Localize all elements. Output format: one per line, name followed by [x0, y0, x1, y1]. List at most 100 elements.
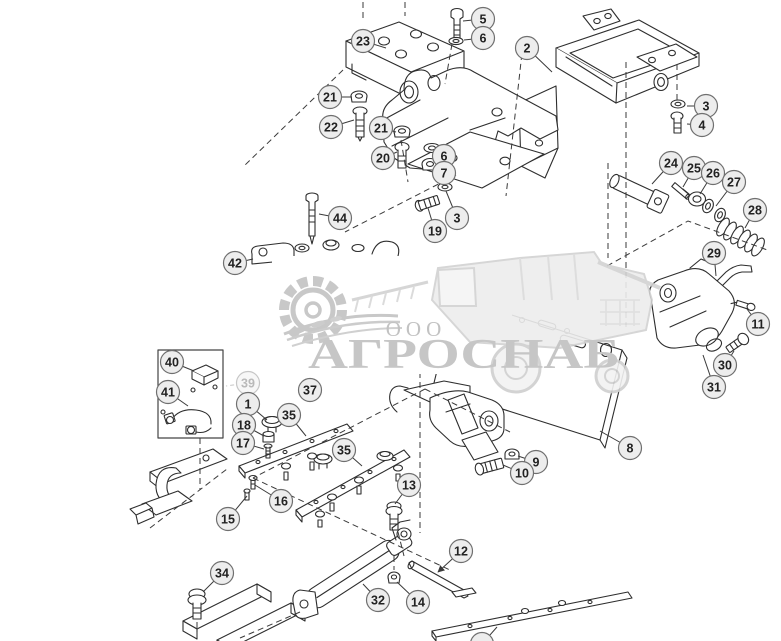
callout-balloon-6: 6 — [470, 25, 496, 51]
part-clevis-pin — [305, 192, 319, 245]
callout-number: 30 — [718, 359, 732, 373]
callout-balloon-10: 10 — [509, 460, 535, 486]
callout-number: 6 — [480, 32, 487, 46]
hardware-top-group — [350, 7, 686, 212]
watermark-wheat-icon — [283, 313, 403, 347]
watermark-combine-icon — [351, 250, 661, 394]
callout-balloon-12: 12 — [448, 538, 474, 564]
callout-balloon-22: 22 — [318, 114, 344, 140]
callout-number: 39 — [241, 377, 255, 391]
callout-number: 5 — [480, 13, 487, 27]
callout-balloon-13: 13 — [396, 472, 422, 498]
callout-number: 3 — [703, 100, 710, 114]
callout-number: 44 — [333, 212, 347, 226]
callout-balloon-44: 44 — [327, 205, 353, 231]
callout-number: 2 — [524, 42, 531, 56]
callout-number: 25 — [687, 162, 701, 176]
callout-number: 1 — [245, 398, 252, 412]
callout-number: 41 — [161, 386, 175, 400]
callout-number: 16 — [274, 495, 288, 509]
callout-number: 27 — [727, 176, 741, 190]
callout-balloon-8: 8 — [617, 435, 643, 461]
callout-balloon-23: 23 — [350, 28, 376, 54]
callout-balloon-21: 21 — [317, 84, 343, 110]
callout-balloon-37: 37 — [297, 377, 323, 403]
callout-number: 4 — [699, 119, 706, 133]
callout-balloon-30: 30 — [712, 352, 738, 378]
callout-number: 26 — [706, 167, 720, 181]
callout-balloon-41: 41 — [155, 379, 181, 405]
callout-balloon-15: 15 — [215, 506, 241, 532]
callout-balloon-24: 24 — [658, 150, 684, 176]
callout-balloon-21: 21 — [368, 115, 394, 141]
callout-number: 32 — [371, 594, 385, 608]
callout-number: 10 — [515, 467, 529, 481]
callout-number: 18 — [237, 419, 251, 433]
callout-number: 37 — [303, 384, 317, 398]
part-bolt-34 — [187, 588, 207, 620]
part-trunnion-group — [609, 173, 765, 257]
callout-balloon-34: 34 — [209, 560, 235, 586]
callout-balloon-29: 29 — [701, 240, 727, 266]
callout-balloon-35: 35 — [331, 437, 357, 463]
callout-number: 13 — [402, 479, 416, 493]
callout-number: 42 — [228, 257, 242, 271]
callout-balloon-32: 32 — [365, 587, 391, 613]
callout-number: 7 — [441, 167, 448, 181]
callout-number: 28 — [748, 204, 762, 218]
callout-balloon-1: 1 — [235, 391, 261, 417]
callout-number: 23 — [356, 35, 370, 49]
part-bottom-strip — [431, 587, 633, 641]
callout-balloon-14: 14 — [405, 589, 431, 615]
part-main-frame — [518, 8, 700, 179]
callout-number: 21 — [323, 91, 337, 105]
watermark-company-name: АГРОСНАБ — [308, 332, 620, 378]
watermark-company-prefix: ООО — [386, 317, 447, 341]
callout-balloon-4: 4 — [689, 112, 715, 138]
callout-balloon-39: 39 — [235, 370, 261, 396]
callout-number: 35 — [337, 444, 351, 458]
callout-balloon-17: 17 — [230, 430, 256, 456]
callout-balloon-40: 40 — [159, 349, 185, 375]
callout-balloon-2: 2 — [514, 35, 540, 61]
callout-number: 22 — [324, 121, 338, 135]
watermark: ООО АГРОСНАБ — [272, 250, 661, 394]
callout-number: 11 — [751, 318, 764, 332]
callout-number: 6 — [441, 150, 448, 164]
callout-number: 9 — [533, 456, 540, 470]
callout-balloon-16: 16 — [268, 488, 294, 514]
callout-number: 29 — [707, 247, 721, 261]
callout-balloon-11: 11 — [745, 311, 771, 337]
callout-number: 21 — [374, 122, 388, 136]
callout-number: 24 — [664, 157, 678, 171]
callout-number: 12 — [454, 545, 468, 559]
callout-number: 19 — [428, 225, 442, 239]
callout-number: 31 — [707, 381, 721, 395]
part-hitch-bracket — [129, 448, 228, 525]
callout-number: 20 — [376, 152, 390, 166]
callout-number: 34 — [215, 567, 229, 581]
part-nut-14 — [387, 571, 401, 584]
part-bolt-13 — [385, 501, 403, 531]
callout-number: 3 — [454, 212, 461, 226]
callout-number: 14 — [411, 596, 425, 610]
callout-balloon-27: 27 — [721, 169, 747, 195]
callout-balloon-7: 7 — [431, 160, 457, 186]
callout-balloon-35: 35 — [276, 402, 302, 428]
part-frame-rails — [182, 583, 306, 641]
callout-balloon-31: 31 — [701, 374, 727, 400]
callout-balloon-partial — [470, 631, 494, 641]
callout-number: 35 — [282, 409, 296, 423]
callout-number: 17 — [236, 437, 250, 451]
callout-number: 8 — [627, 442, 634, 456]
callout-number: 15 — [221, 513, 235, 527]
callout-balloon-28: 28 — [742, 197, 768, 223]
callout-balloon-42: 42 — [222, 250, 248, 276]
callout-balloon-26: 26 — [700, 160, 726, 186]
callout-balloon-3: 3 — [444, 205, 470, 231]
callout-balloon-19: 19 — [422, 218, 448, 244]
part-hydraulic-cylinder — [292, 519, 413, 619]
